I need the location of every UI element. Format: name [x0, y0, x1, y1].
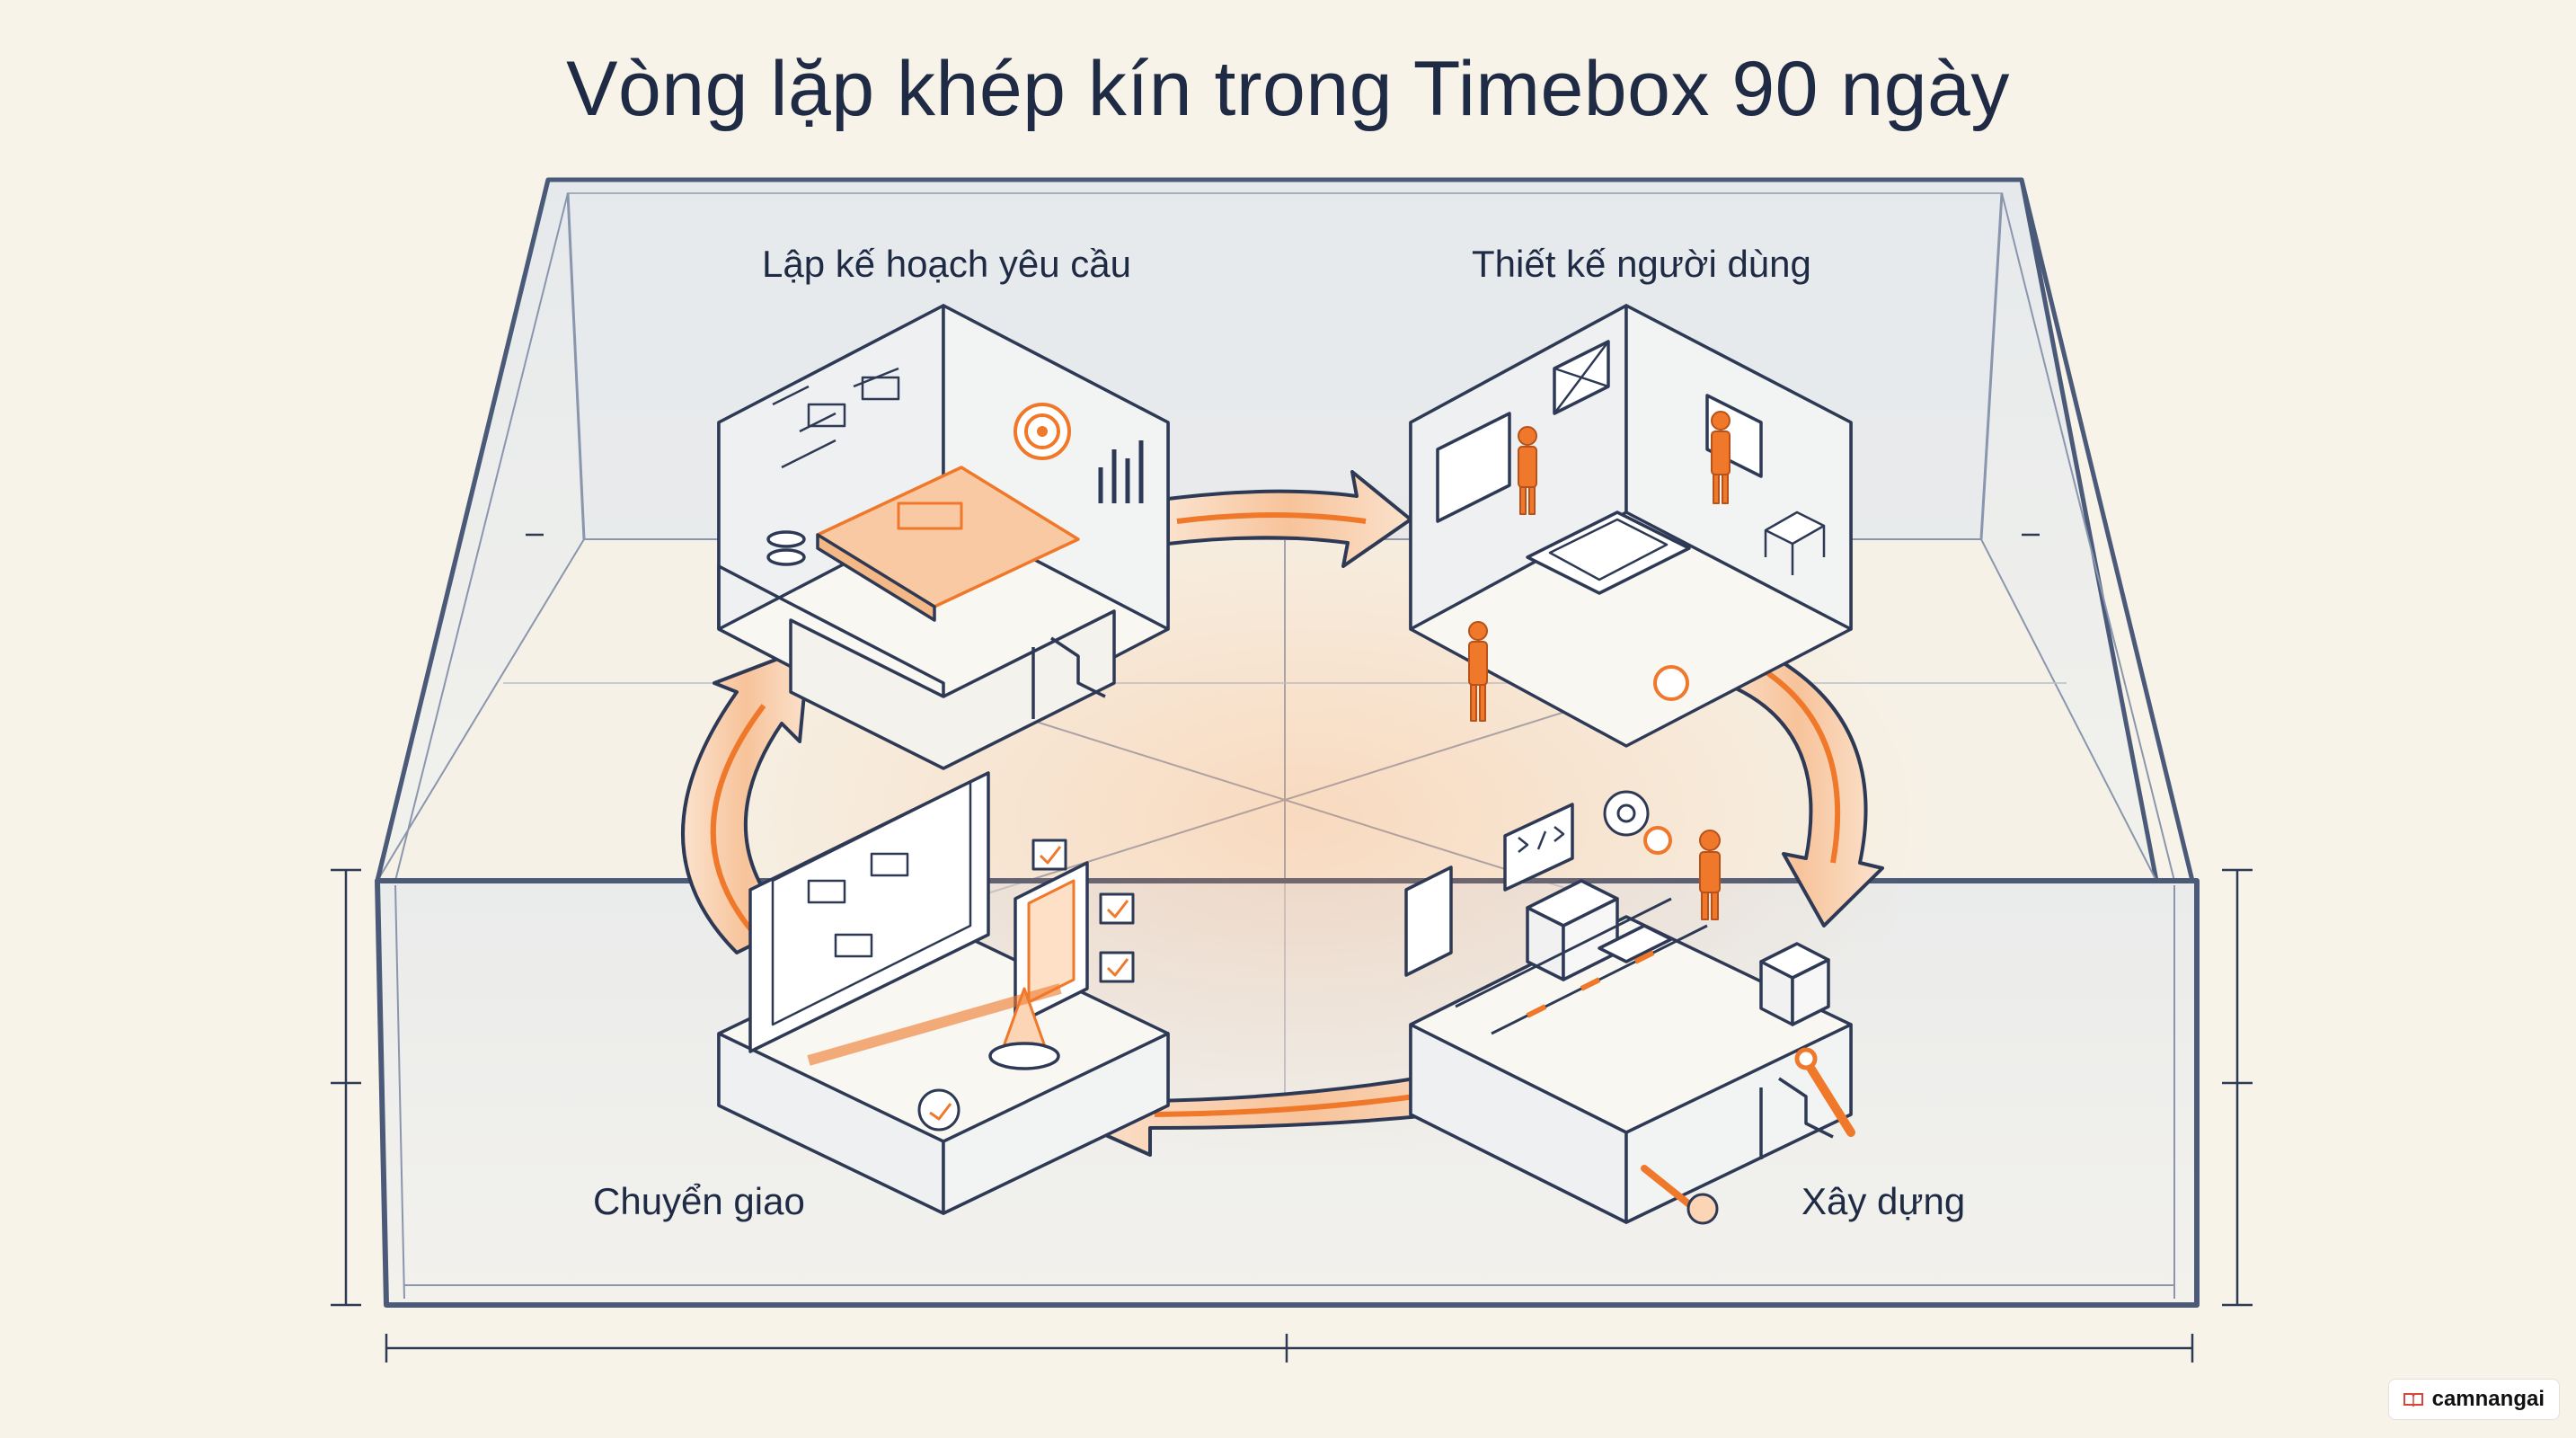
arrow-plan-to-design [1166, 470, 1412, 568]
stage-label-handover: Chuyển giao [593, 1180, 805, 1222]
stage-label-build: Xây dựng [1801, 1180, 1966, 1222]
stage-label-plan: Lập kế hoạch yêu cầu [762, 243, 1131, 285]
checkbox-icons [1031, 839, 1135, 983]
builder-figure [1699, 830, 1721, 920]
book-icon [2403, 1393, 2423, 1407]
page-title: Vòng lặp khép kín trong Timebox 90 ngày [566, 46, 2010, 132]
design-module [1409, 304, 1853, 748]
handover-module [717, 771, 1170, 1215]
wrench-icon [1801, 1056, 1855, 1137]
watermark-badge: camnangai [2387, 1379, 2560, 1420]
gear-icon [1653, 665, 1689, 701]
dimension-lines [331, 533, 2253, 1363]
designer-figures [1468, 411, 1731, 722]
clock-icon [917, 1088, 960, 1132]
build-module [1404, 790, 1855, 1225]
gear-icon-build [1603, 790, 1650, 837]
stage-label-design: Thiết kế người dùng [1472, 243, 1811, 285]
watermark-text: camnangai [2431, 1387, 2545, 1411]
arrow-handover-to-plan [681, 645, 810, 954]
plan-module [717, 304, 1170, 770]
